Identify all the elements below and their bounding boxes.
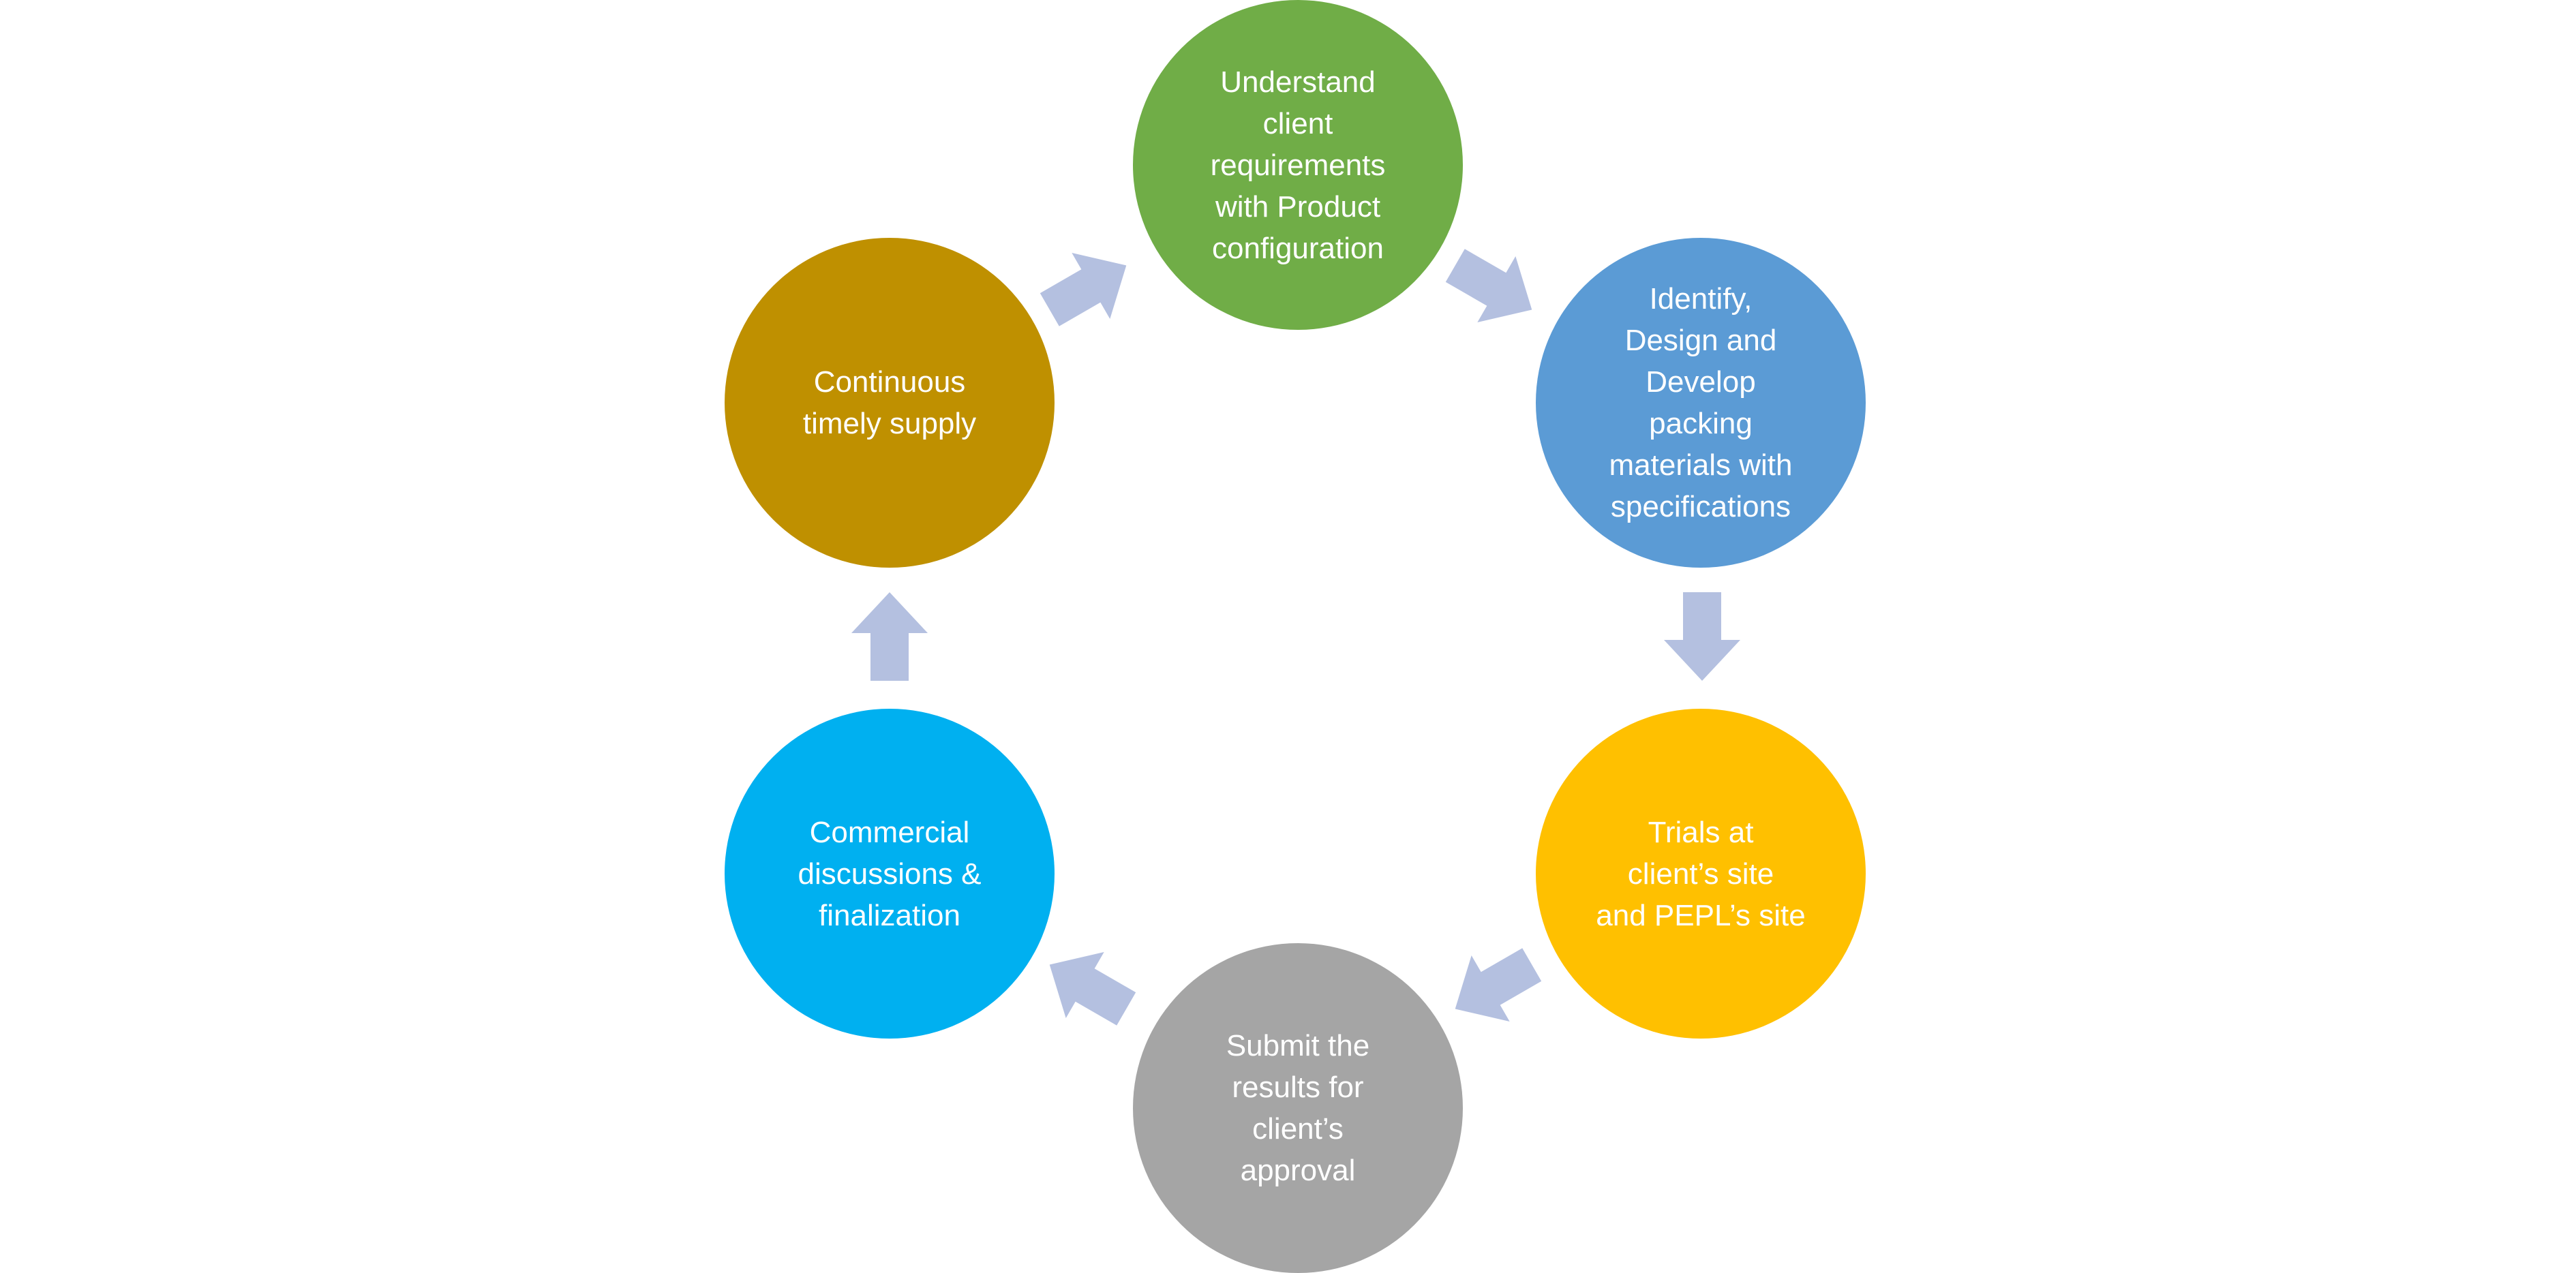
arrow-submit-to-commercial <box>1031 932 1146 1042</box>
arrow-icon <box>1049 952 1136 1026</box>
arrow-icon <box>851 592 928 681</box>
step-continuous-supply: Continuous timely supply <box>725 238 1055 568</box>
arrow-icon <box>1455 948 1542 1022</box>
step-understand-requirements: Understand client requirements with Prod… <box>1133 0 1463 330</box>
step-trials: Trials at client’s site and PEPL’s site <box>1536 709 1866 1039</box>
arrow-supply-to-understand <box>1031 232 1146 343</box>
arrow-icon <box>1040 253 1127 326</box>
step-label: Continuous timely supply <box>802 365 977 440</box>
step-label: Understand client requirements with Prod… <box>1210 65 1386 265</box>
arrow-identify-to-trials <box>1664 592 1740 681</box>
step-identify-design-develop: Identify, Design and Develop packing mat… <box>1536 238 1866 568</box>
step-label: Identify, Design and Develop packing mat… <box>1609 282 1793 523</box>
arrow-icon <box>1445 249 1532 322</box>
step-submit-results: Submit the results for client’s approval <box>1133 943 1463 1273</box>
step-label: Commercial discussions & finalization <box>798 815 982 932</box>
step-label: Submit the results for client’s approval <box>1226 1029 1370 1187</box>
step-label: Trials at client’s site and PEPL’s site <box>1596 815 1806 932</box>
step-commercial-discussions: Commercial discussions & finalization <box>725 709 1055 1039</box>
arrow-trials-to-submit <box>1436 932 1551 1042</box>
arrow-icon <box>1664 592 1740 681</box>
arrow-commercial-to-supply <box>851 592 928 681</box>
arrow-understand-to-identify <box>1436 232 1551 343</box>
